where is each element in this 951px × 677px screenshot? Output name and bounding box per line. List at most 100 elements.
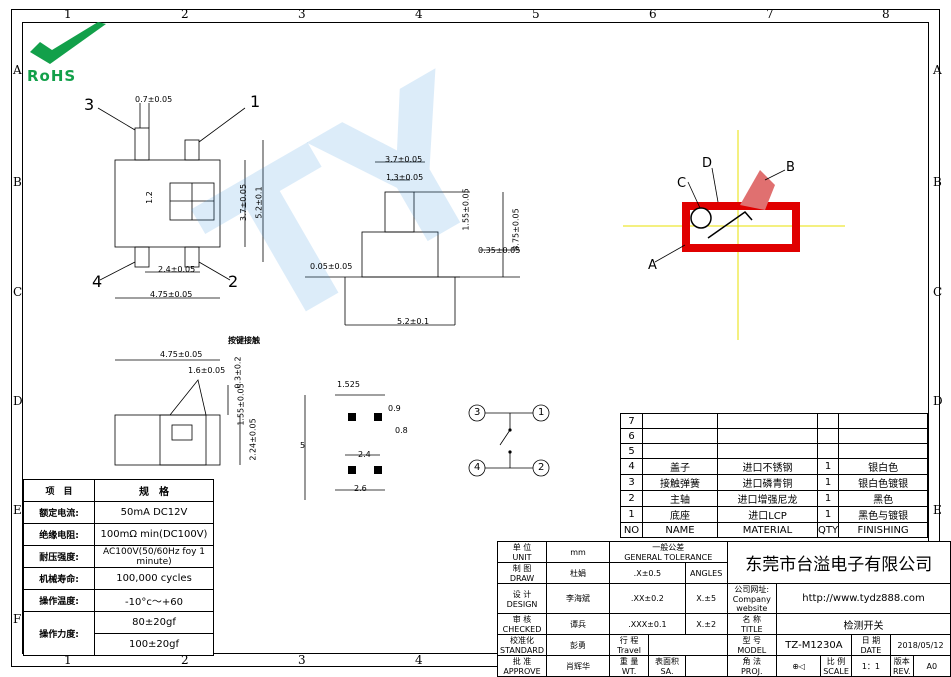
spec-label: 机械寿命: [23, 567, 95, 590]
spec-header-item: 项 目 [23, 479, 95, 502]
check-value: 谭兵 [546, 613, 610, 635]
website: http://www.tydz888.com [776, 583, 951, 614]
dim-fp-5: 5 [300, 441, 306, 450]
spec-value: 100mΩ min(DC100V) [94, 523, 214, 546]
bom-no: 7 [620, 413, 643, 429]
dim-side-0-05: 0.05±0.05 [310, 262, 353, 271]
col-tick-6: 6 [649, 7, 657, 21]
dim-side-0-35: 0.35±0.05 [478, 246, 521, 255]
callout-3: 3 [84, 95, 95, 114]
col-tick-3: 3 [298, 7, 306, 21]
dim-front-2-24: 2.24±0.05 [248, 418, 258, 461]
row-tick-D: D [13, 394, 23, 408]
col-tick-4-bottom: 4 [415, 653, 423, 667]
col-tick-8: 8 [882, 7, 890, 21]
col-tick-1-bottom: 1 [64, 653, 72, 667]
tol-r3a: .XXX±0.1 [608, 613, 686, 635]
col-tick-2: 2 [181, 7, 189, 21]
dim-0-7: 0.7±0.05 [135, 95, 173, 104]
spec-value: AC100V(50/60Hz foy 1 minute) [94, 545, 214, 568]
dim-fp-1-525: 1.525 [337, 380, 360, 389]
spec-label: 耐压强度: [23, 545, 95, 568]
model-value: TZ-M1230A [776, 634, 852, 656]
dim-4-75: 4.75±0.05 [150, 290, 193, 299]
row-tick-D-right: D [933, 394, 943, 408]
circuit-pin-2: 2 [538, 462, 545, 473]
section-illustration [623, 130, 845, 340]
standard-value: 彭勇 [546, 634, 610, 656]
spec-value: 100±20gf [94, 633, 214, 656]
col-tick-1: 1 [64, 7, 72, 21]
drawing-inner-frame [22, 22, 929, 654]
dim-front-1-55: 1.55±0.05 [236, 383, 246, 426]
spec-value: -10°c～+60 [94, 589, 214, 612]
rohs-logo-text: RoHS [27, 67, 77, 85]
side-view-plunger [384, 191, 415, 233]
title-value: 检测开关 [776, 613, 951, 635]
spec-value: 50mA DC12V [94, 501, 214, 524]
callout-2: 2 [228, 272, 239, 291]
callout-4: 4 [92, 272, 103, 291]
note-contact: 按键接触 [228, 336, 260, 345]
dim-side-1-3: 1.3±0.05 [386, 173, 424, 182]
row-tick-F: F [13, 612, 22, 626]
design-value: 李海斌 [546, 583, 610, 614]
dim-fp-2-6: 2.6 [354, 484, 367, 493]
col-tick-4: 4 [415, 7, 423, 21]
dim-2-4: 2.4±0.05 [158, 265, 196, 274]
dim-fp-2-4: 2.4 [358, 450, 371, 459]
spec-label: 操作力度: [23, 611, 95, 656]
tol-r2b: X.±5 [684, 583, 728, 614]
callout-B: B [786, 160, 795, 175]
draw-value: 杜娟 [546, 562, 610, 584]
bom-no: 5 [620, 443, 643, 459]
spec-label: 绝缘电阻: [23, 523, 95, 546]
dim-side-3-7: 3.7±0.05 [385, 155, 423, 164]
dim-side-1-55: 1.55±0.05 [461, 188, 471, 231]
col-tick-7: 7 [766, 7, 774, 21]
spec-label: 操作温度: [23, 589, 95, 612]
row-tick-B: B [13, 175, 22, 189]
date-value: 2018/05/12 [889, 634, 951, 656]
dim-fp-0-9: 0.9 [388, 404, 401, 413]
row-tick-A: A [13, 63, 22, 77]
top-view-body [114, 159, 221, 248]
unit-value: mm [546, 541, 610, 563]
dim-front-1-6: 1.6±0.05 [188, 366, 226, 375]
spec-label: 额定电流: [23, 501, 95, 524]
spec-header-value: 规 格 [94, 479, 214, 502]
tol-r3b: X.±2 [684, 613, 728, 635]
spec-value: 100,000 cycles [94, 567, 214, 590]
col-tick-5: 5 [532, 7, 540, 21]
dim-5-2-vert: 5.2±0.1 [254, 186, 264, 219]
dim-side-5-2: 5.2±0.1 [397, 317, 430, 326]
front-view-body [114, 414, 221, 466]
dim-3-7: 3.7±0.05 [239, 183, 249, 222]
spec-table: 项 目规 格 额定电流:50mA DC12V 绝缘电阻:100mΩ min(DC… [23, 479, 214, 656]
dim-front-4-75: 4.75±0.05 [160, 350, 203, 359]
approve-value: 肖辉华 [546, 655, 610, 677]
rev-value: A0 [912, 655, 951, 677]
callout-A: A [648, 258, 657, 273]
row-tick-E: E [13, 503, 22, 517]
scale-value: 1：1 [850, 655, 891, 677]
tol-r2a: .XX±0.2 [608, 583, 686, 614]
tol-r1a: .X±0.5 [608, 562, 686, 584]
